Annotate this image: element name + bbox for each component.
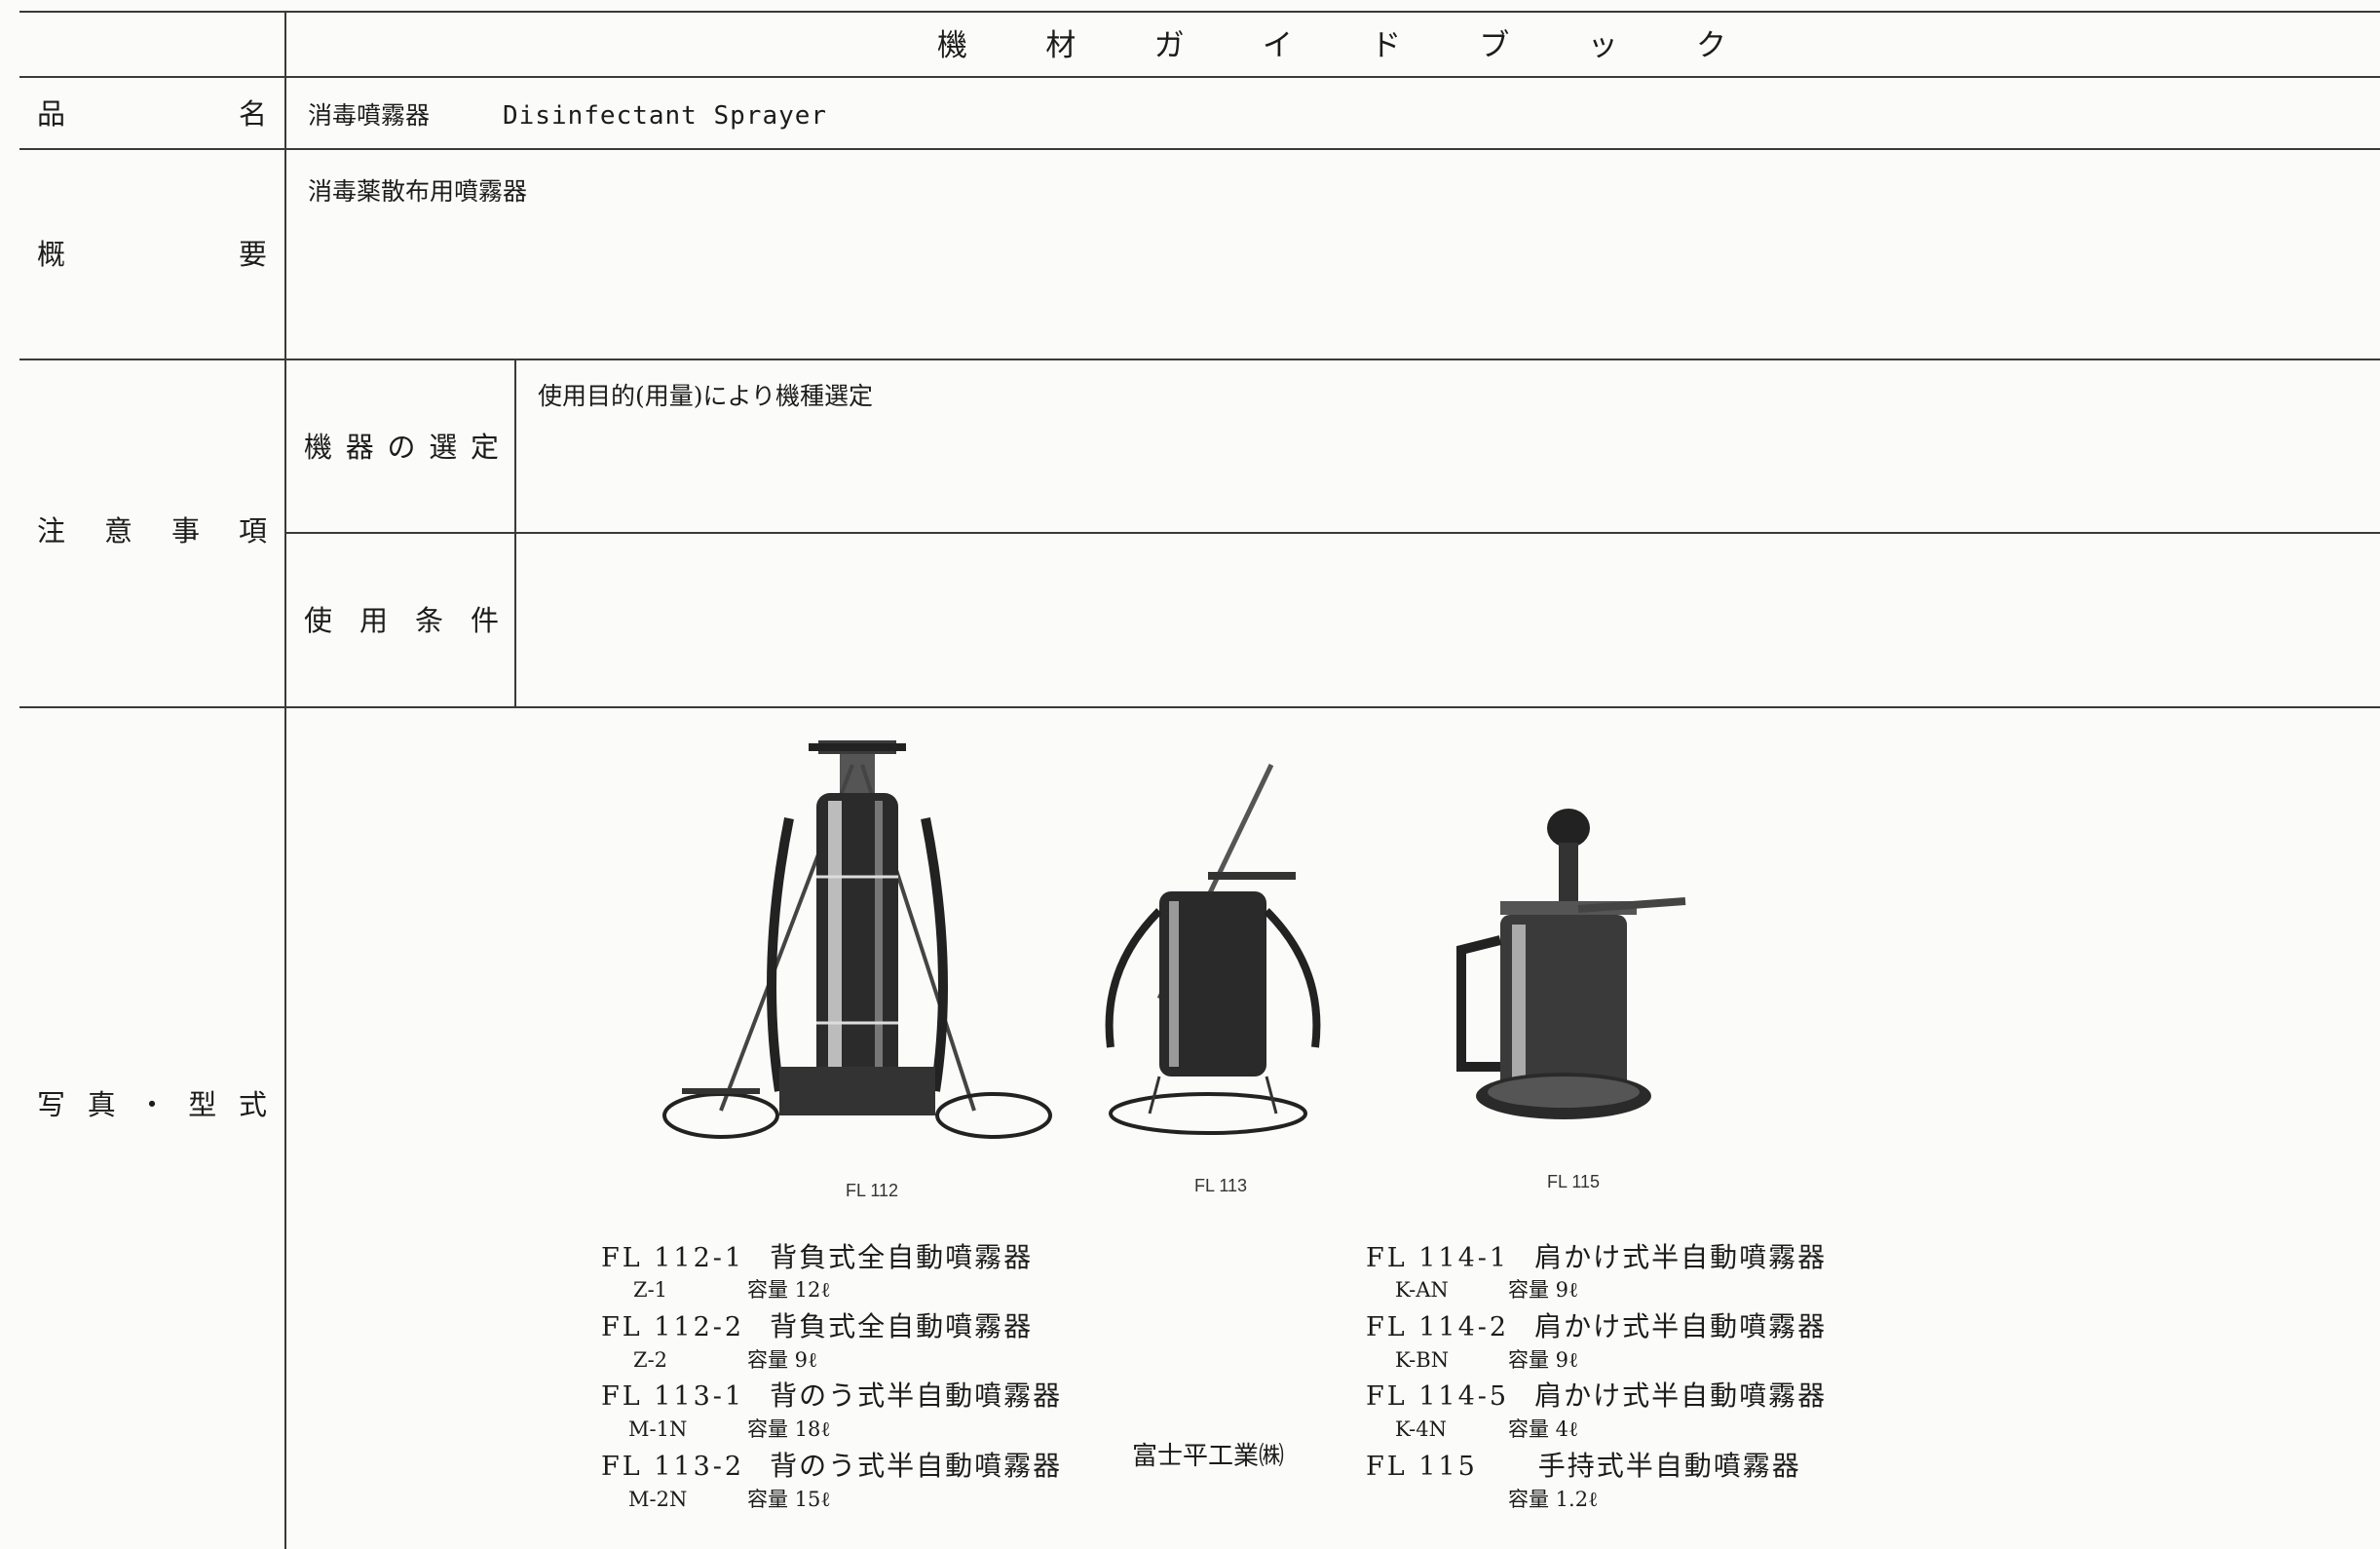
selection-text: 使用目的(用量)により機種選定 — [538, 382, 874, 410]
sublabel-conditions: 使 用 条 件 — [304, 604, 499, 637]
model-sub: K-AN — [1395, 1278, 1449, 1302]
row-label-summary: 概 要 — [37, 238, 267, 271]
sprayer-fl112-photo — [662, 740, 1052, 1139]
photo-caption-fl115: FL 115 — [1547, 1172, 1601, 1191]
summary-text: 消毒薬散布用噴霧器 — [308, 177, 528, 206]
model-capacity: 容量 12ℓ — [747, 1278, 831, 1302]
product-name-jp: 消毒噴霧器 — [308, 101, 431, 130]
row-label-photo: 写 真 ・ 型 式 — [37, 1088, 267, 1121]
rule-notes-bottom — [19, 706, 2380, 708]
model-capacity: 容量 9ℓ — [1508, 1278, 1579, 1302]
rule-name-bottom — [19, 148, 2380, 150]
rule-top — [19, 11, 2380, 13]
manufacturer: 富士平工業㈱ — [1132, 1442, 1285, 1471]
rule-summary-bottom — [19, 359, 2380, 360]
page-title: 機 材 ガ イ ド ブ ッ ク — [937, 28, 1726, 63]
photo-caption-fl112: FL 112 — [846, 1181, 899, 1200]
model-sub: K-BN — [1395, 1348, 1450, 1372]
model-capacity: 容量 9ℓ — [747, 1348, 818, 1372]
rule-label-column — [284, 11, 286, 1549]
model-sub: Z-1 — [633, 1278, 668, 1302]
model-capacity: 容量 1.2ℓ — [1508, 1488, 1599, 1511]
rule-sublabel-column — [514, 359, 516, 706]
rule-header-bottom — [19, 76, 2380, 78]
photo-caption-fl113: FL 113 — [1194, 1176, 1248, 1195]
row-label-name: 品 名 — [37, 97, 267, 131]
model-sub: K-4N — [1395, 1417, 1447, 1441]
sublabel-selection: 機 器 の 選 定 — [304, 431, 499, 464]
model-sub: M-2N — [628, 1488, 688, 1511]
row-label-notes: 注 意 事 項 — [37, 514, 267, 548]
model-sub: M-1N — [628, 1417, 688, 1441]
model-sub: Z-2 — [633, 1348, 668, 1372]
rule-notes-mid — [284, 532, 2380, 534]
model-capacity: 容量 9ℓ — [1508, 1348, 1579, 1372]
model-capacity: 容量 18ℓ — [747, 1417, 831, 1441]
model-capacity: 容量 15ℓ — [747, 1488, 831, 1511]
product-name-en: Disinfectant Sprayer — [503, 101, 828, 131]
sprayer-fl113-photo — [1105, 763, 1321, 1135]
model-capacity: 容量 4ℓ — [1508, 1417, 1579, 1441]
sprayer-fl115-photo — [1456, 809, 1686, 1119]
